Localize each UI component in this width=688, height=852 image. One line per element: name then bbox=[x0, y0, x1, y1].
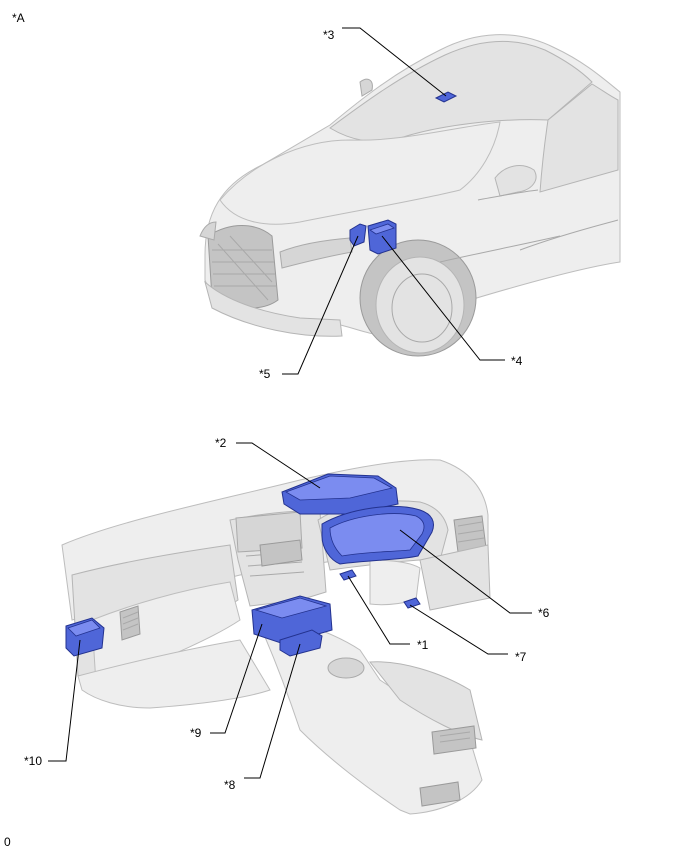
corner-mark: 0 bbox=[4, 835, 11, 849]
callout-6: *6 bbox=[538, 606, 550, 620]
leader-9 bbox=[210, 623, 263, 734]
callout-5: *5 bbox=[259, 367, 271, 381]
leader-6 bbox=[399, 529, 532, 614]
vehicle-exterior-illustration bbox=[199, 34, 621, 357]
callout-4: *4 bbox=[511, 354, 523, 368]
leader-8 bbox=[244, 643, 301, 779]
callout-7: *7 bbox=[515, 650, 527, 664]
callout-10: *10 bbox=[24, 754, 42, 768]
dashboard-interior-illustration bbox=[61, 459, 491, 815]
callout-1: *1 bbox=[417, 638, 429, 652]
part-7-small-sensor bbox=[403, 597, 421, 609]
leader-5 bbox=[282, 235, 359, 375]
callout-labels: *A *3 *4 *5 *2 *6 *1 *7 *9 *8 *10 0 bbox=[4, 11, 550, 849]
callout-9: *9 bbox=[190, 726, 202, 740]
leader-3 bbox=[342, 27, 447, 97]
callout-2: *2 bbox=[215, 436, 227, 450]
callout-8: *8 bbox=[224, 778, 236, 792]
part-5-front-module bbox=[349, 223, 367, 247]
leader-2 bbox=[236, 442, 321, 489]
part-8-lower-module bbox=[279, 629, 323, 657]
part-1-small-ecu bbox=[339, 569, 357, 581]
leader-10 bbox=[48, 639, 81, 762]
leader-7 bbox=[409, 604, 508, 655]
leader-1 bbox=[347, 575, 410, 645]
callout-3: *3 bbox=[323, 28, 335, 42]
leader-4 bbox=[381, 235, 505, 361]
view-label: *A bbox=[12, 11, 25, 25]
leader-lines bbox=[48, 27, 532, 779]
